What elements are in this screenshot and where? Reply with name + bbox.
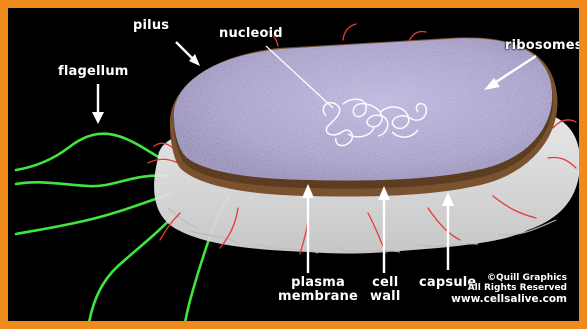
plasma-membrane-label-line2: membrane <box>278 290 358 304</box>
plasma-membrane-label: plasma membrane <box>278 276 358 304</box>
cell-wall-label-line1: cell <box>370 276 401 290</box>
copyright-line: ©Quill Graphics <box>451 273 567 283</box>
ribosomes-label: ribosomes <box>505 39 583 53</box>
pilus-label: pilus <box>133 19 169 33</box>
cell-wall-label: cell wall <box>370 276 401 304</box>
cytoplasm <box>174 38 552 180</box>
plasma-membrane-label-line1: plasma <box>278 276 358 290</box>
rights-line: All Rights Reserved <box>451 283 567 293</box>
website-line: www.cellsalive.com <box>451 293 567 305</box>
nucleoid-label: nucleoid <box>219 27 283 41</box>
pilus-arrow <box>176 42 194 60</box>
flagellum-label: flagellum <box>58 65 129 79</box>
cell-wall-label-line2: wall <box>370 290 401 304</box>
copyright-notice: ©Quill Graphics All Rights Reserved www.… <box>451 273 567 305</box>
